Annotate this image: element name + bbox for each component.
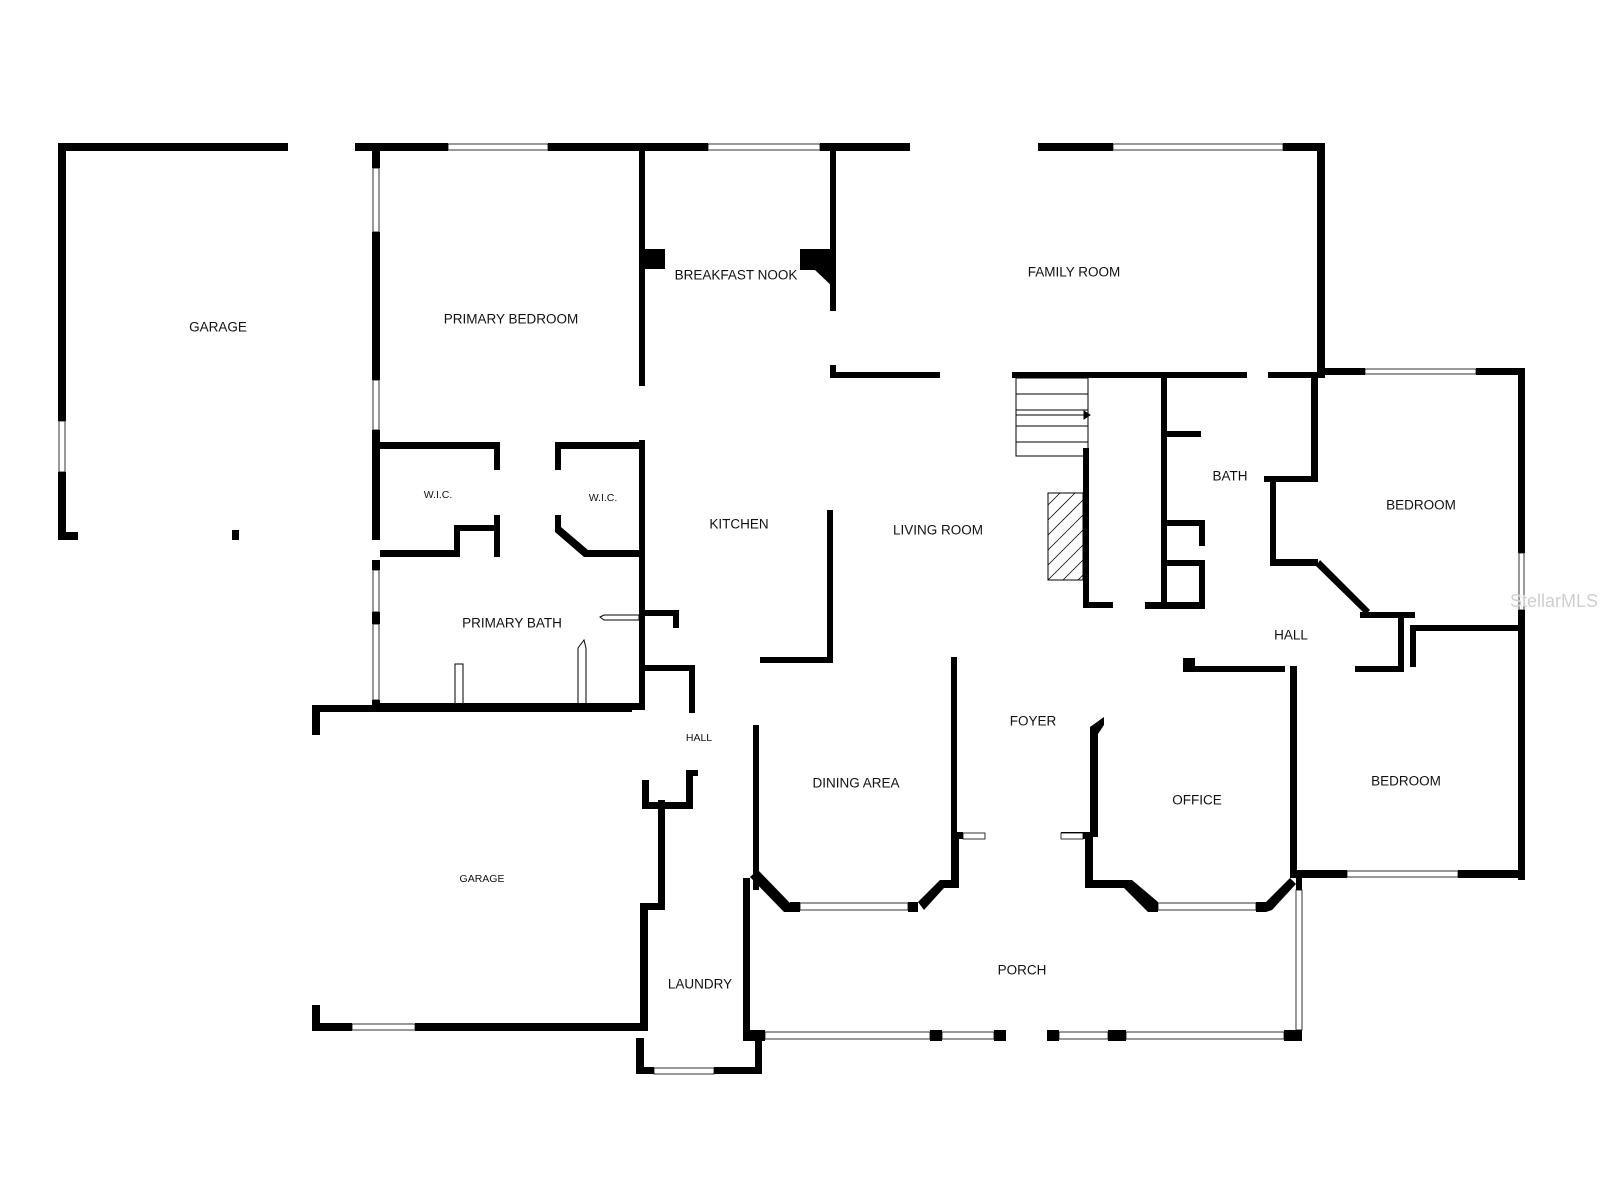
room-label-bedroom-lower: BEDROOM [1371, 774, 1441, 789]
bath-fixtures [454, 614, 640, 705]
room-label-family-room: FAMILY ROOM [1028, 265, 1121, 280]
walls [58, 143, 1525, 1074]
room-label-dining-area: DINING AREA [812, 776, 899, 791]
room-label-kitchen: KITCHEN [709, 517, 768, 532]
watermark: StellarMLS [1510, 591, 1598, 611]
room-labels: GARAGE PRIMARY BEDROOM BREAKFAST NOOK FA… [189, 265, 1456, 992]
stairs [1015, 377, 1091, 457]
room-label-garage-bottom: GARAGE [460, 873, 505, 885]
room-label-primary-bedroom: PRIMARY BEDROOM [444, 312, 579, 327]
room-label-bedroom-right: BEDROOM [1386, 498, 1456, 513]
room-label-wic-left: W.I.C. [424, 489, 453, 501]
room-label-garage-top: GARAGE [189, 320, 247, 335]
room-label-hall-right: HALL [1274, 628, 1308, 643]
room-label-primary-bath: PRIMARY BATH [462, 616, 562, 631]
room-label-breakfast-nook: BREAKFAST NOOK [675, 268, 798, 283]
room-label-porch: PORCH [998, 963, 1047, 978]
fireplace [1047, 492, 1084, 581]
room-label-wic-right: W.I.C. [589, 492, 618, 504]
room-label-office: OFFICE [1172, 793, 1222, 808]
room-label-living-room: LIVING ROOM [893, 523, 983, 538]
windows [58, 143, 1525, 1075]
room-label-bath: BATH [1212, 469, 1247, 484]
room-label-foyer: FOYER [1010, 714, 1057, 729]
room-label-hall-small: HALL [686, 732, 712, 744]
room-label-laundry: LAUNDRY [668, 977, 732, 992]
